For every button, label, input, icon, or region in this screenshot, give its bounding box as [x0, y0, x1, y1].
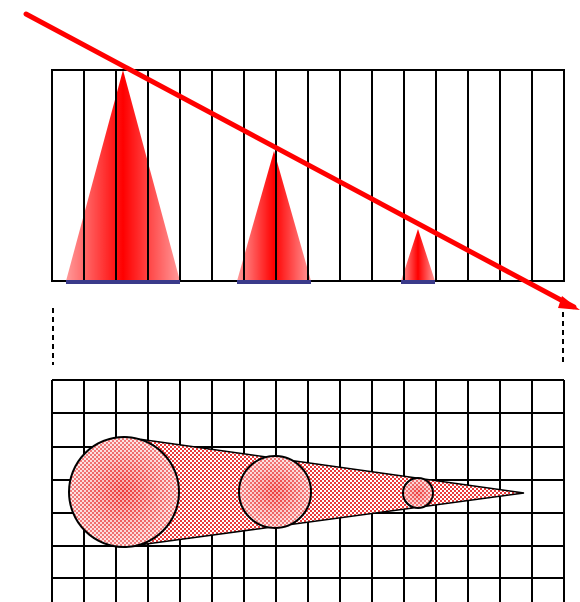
slope-line: [23, 11, 577, 310]
cone-group: [66, 70, 435, 281]
footprint-group: [68, 436, 525, 548]
footprint-circle-large: [68, 436, 180, 548]
footprint-circle-medium: [238, 455, 312, 529]
cone-large: [66, 70, 180, 281]
slope-arrowhead: [558, 296, 580, 310]
cone-small: [401, 229, 435, 281]
dashed-connectors: [52, 308, 564, 365]
footprint-circle-small: [402, 477, 434, 509]
footprint-tube: [123, 436, 525, 548]
cone-medium: [237, 151, 311, 281]
slope-line-group: [23, 11, 580, 310]
top-panel: [51, 69, 565, 284]
bottom-panel: [51, 379, 565, 602]
